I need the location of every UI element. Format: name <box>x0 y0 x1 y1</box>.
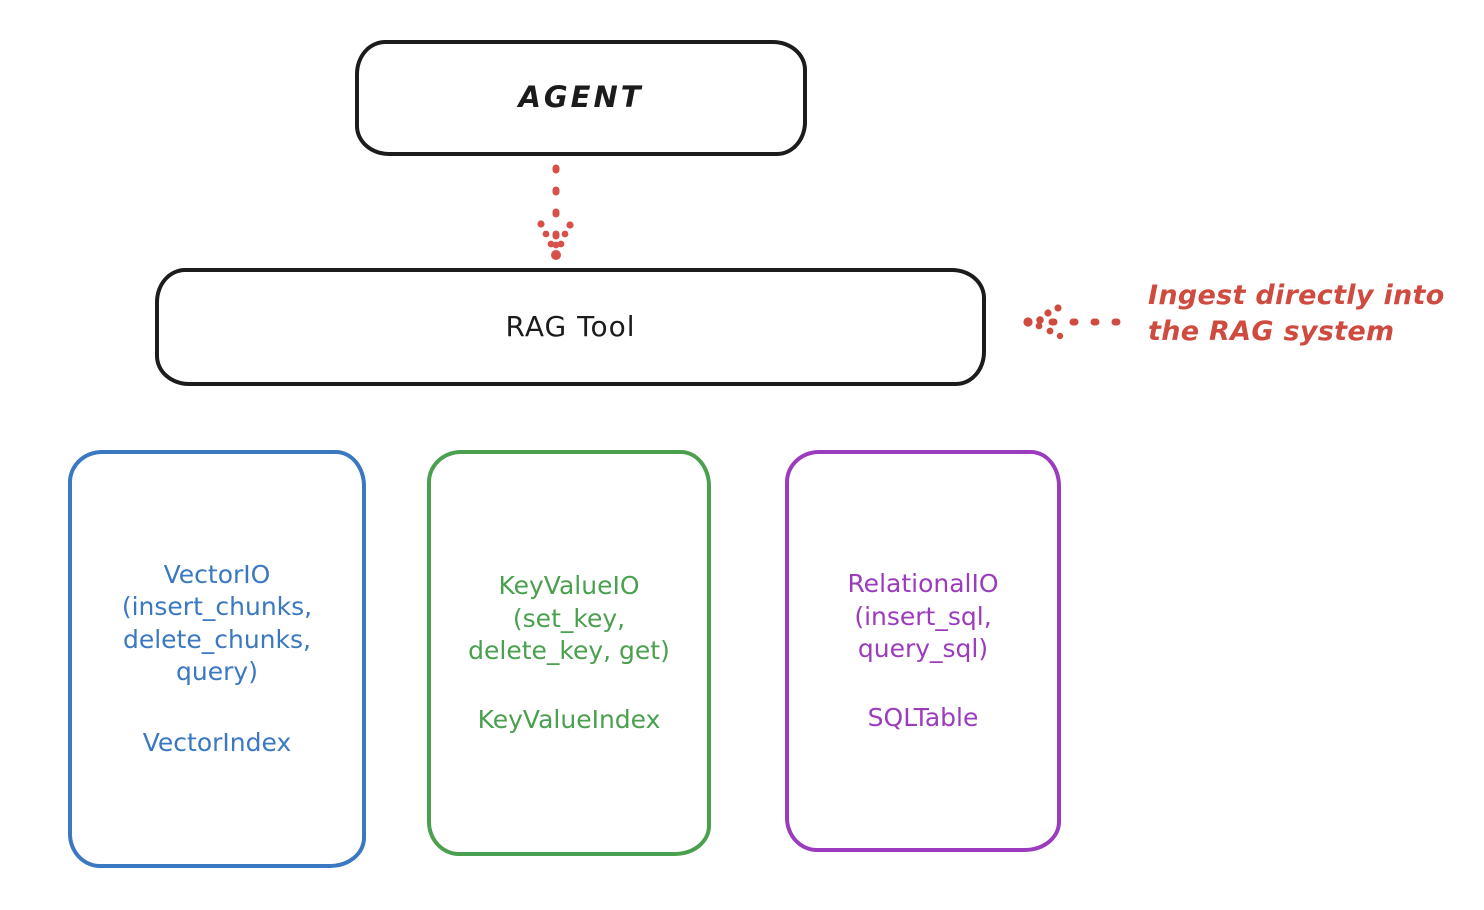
node-rag-tool-label: RAG Tool <box>505 309 636 343</box>
node-agent[interactable]: AGENT <box>355 40 807 156</box>
node-vector-io-index-label: VectorIndex <box>142 727 292 757</box>
node-relational-io[interactable]: RelationalIO (insert_sql, query_sql) SQL… <box>785 450 1061 852</box>
node-relational-io-api-label: RelationalIO (insert_sql, query_sql) <box>847 569 999 663</box>
node-key-value-io-index-label: KeyValueIndex <box>477 704 661 734</box>
node-vector-io[interactable]: VectorIO (insert_chunks, delete_chunks, … <box>68 450 366 868</box>
node-vector-io-api-label: VectorIO (insert_chunks, delete_chunks, … <box>121 559 313 687</box>
node-key-value-io[interactable]: KeyValueIO (set_key, delete_key, get) Ke… <box>427 450 711 856</box>
node-rag-tool[interactable]: RAG Tool <box>155 268 986 386</box>
node-agent-label: AGENT <box>518 80 644 115</box>
annotation-ingest-label: Ingest directly into the RAG system <box>1148 280 1445 347</box>
agent-to-rag-tool-arrow <box>537 164 574 260</box>
node-relational-io-index-label: SQLTable <box>867 702 979 732</box>
node-key-value-io-api-label: KeyValueIO (set_key, delete_key, get) <box>468 571 670 665</box>
ingest-to-rag-tool-arrow <box>1023 304 1134 340</box>
